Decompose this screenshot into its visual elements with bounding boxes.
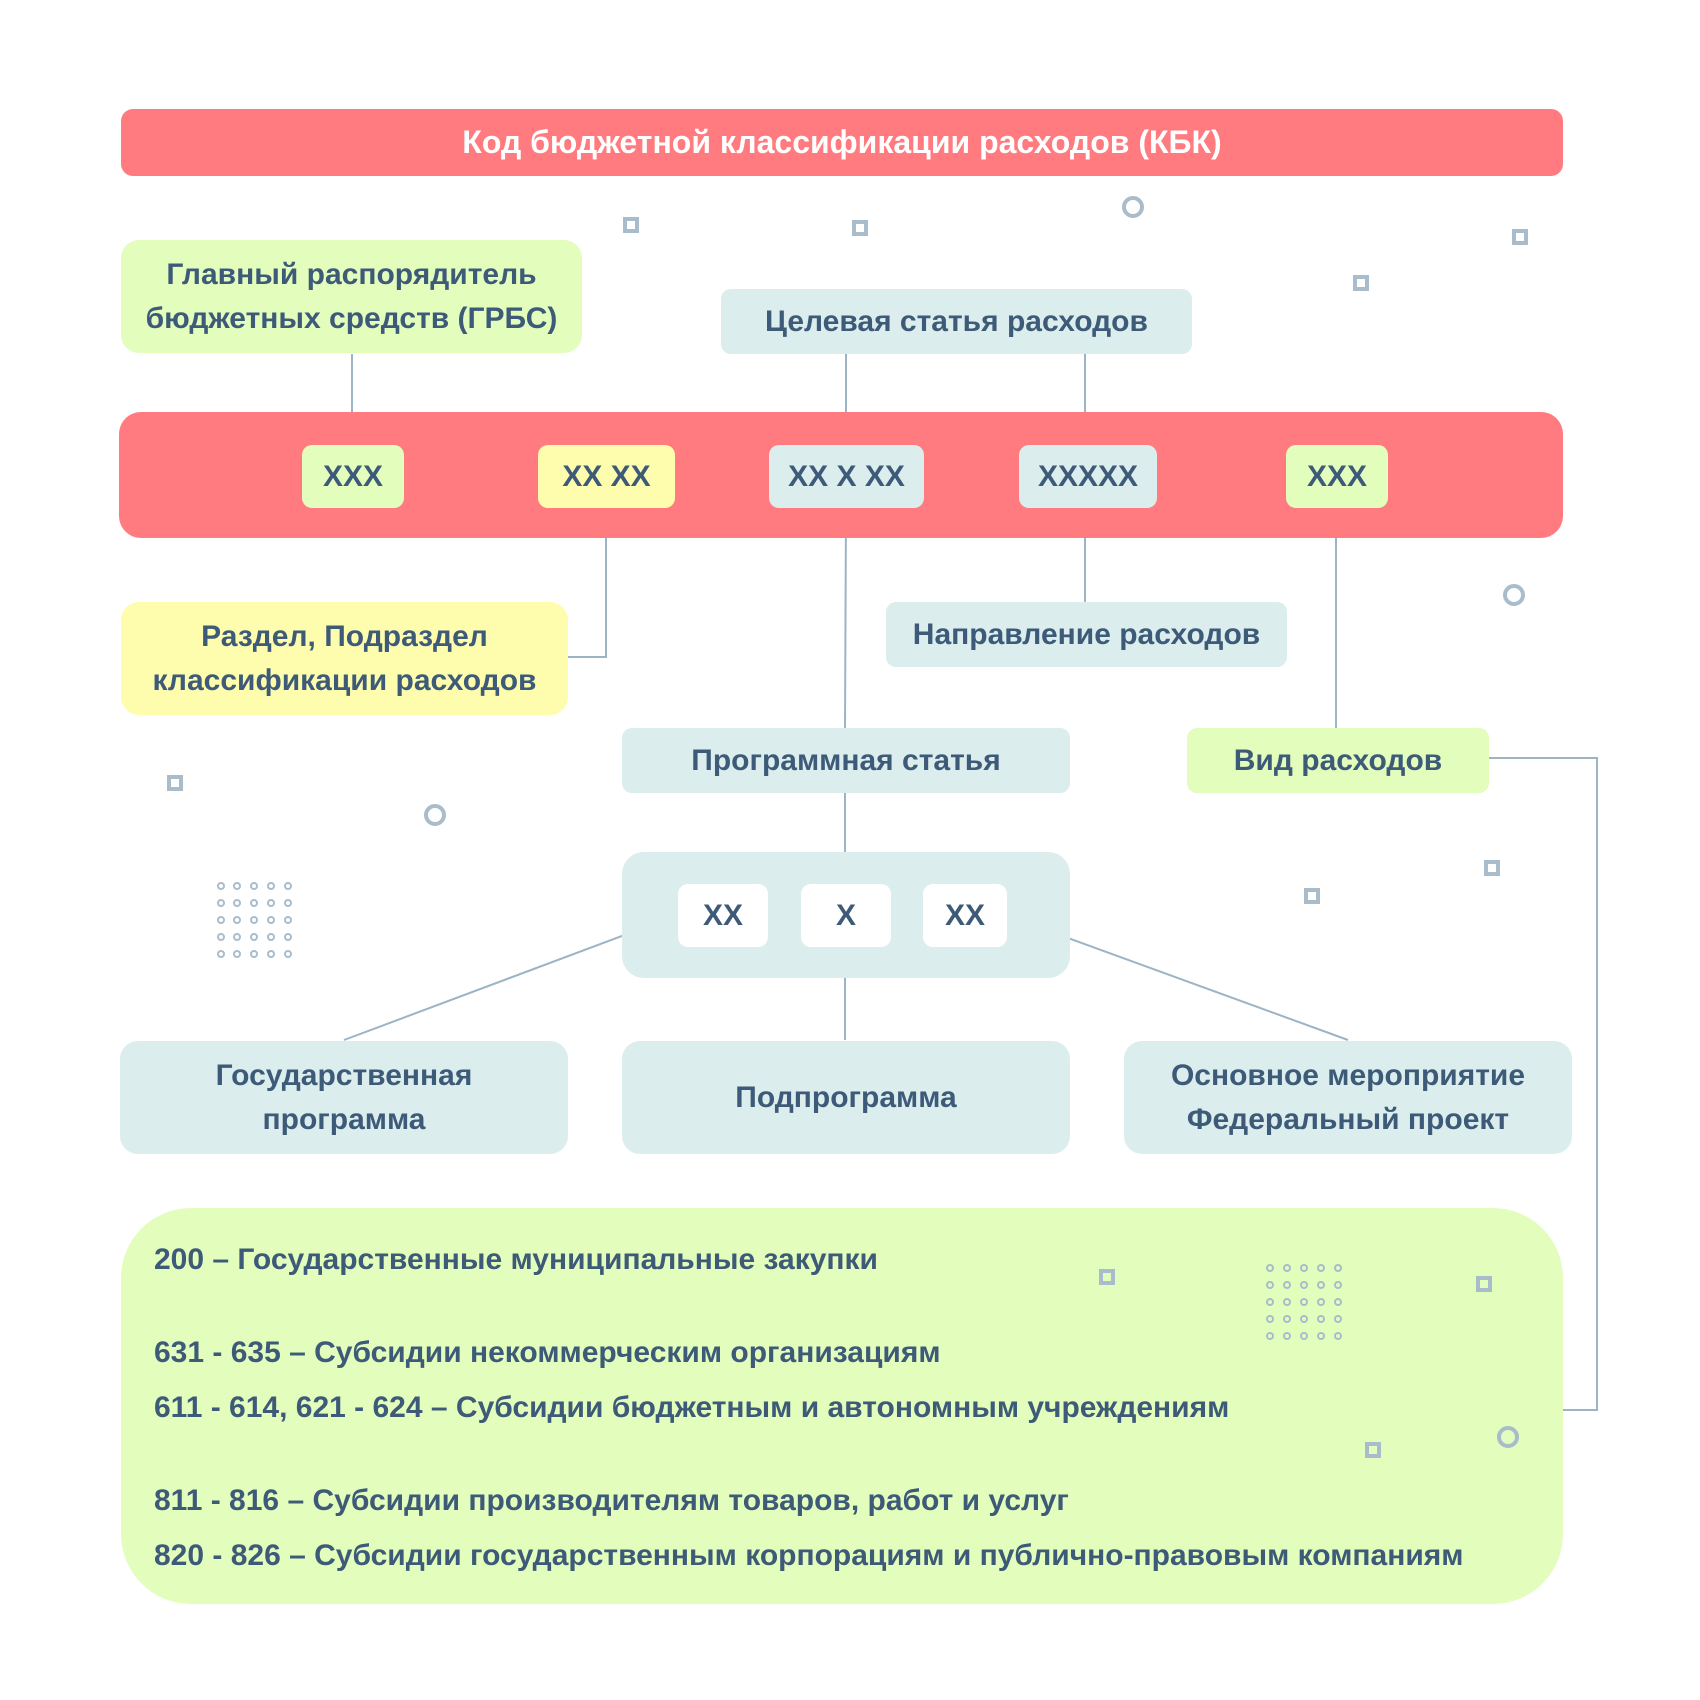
decor-dot-grid	[217, 882, 292, 958]
direction-box: Направление расходов	[886, 602, 1287, 667]
decor-square	[1512, 229, 1528, 245]
legend-item: 820 - 826 – Субсидии государственным кор…	[154, 1539, 1464, 1572]
legend-item: 611 - 614, 621 - 624 – Субсидии бюджетны…	[154, 1391, 1230, 1424]
sub-code-state-program: ХХ	[678, 884, 768, 947]
expense-type-legend	[121, 1208, 1563, 1604]
decor-square	[852, 220, 868, 236]
main-event-label-line1: Основное мероприятие	[1170, 1059, 1526, 1092]
program-article-box: Программная статья	[622, 728, 1070, 793]
expense-type-box: Вид расходов	[1187, 728, 1489, 793]
decor-square	[1353, 275, 1369, 291]
code-section: ХХ ХХ	[538, 445, 675, 508]
decor-square	[1365, 1442, 1381, 1458]
diagram-title: Код бюджетной классификации расходов (КБ…	[121, 109, 1563, 176]
decor-circle	[1497, 1426, 1519, 1448]
decor-square	[1484, 860, 1500, 876]
target-article-box: Целевая статья расходов	[721, 289, 1192, 354]
section-box: Раздел, Подраздел классификации расходов	[121, 602, 568, 715]
decor-dot-grid	[1266, 1264, 1342, 1340]
code-grbs: ХХХ	[302, 445, 404, 508]
code-program-article: ХХ Х ХХ	[769, 445, 924, 508]
decor-square	[1099, 1269, 1115, 1285]
decor-square	[167, 775, 183, 791]
decor-square	[623, 217, 639, 233]
decor-circle	[1122, 196, 1144, 218]
grbs-label-line2: бюджетных средств (ГРБС)	[145, 301, 558, 335]
decor-square	[1304, 888, 1320, 904]
main-event-label-line2: Федеральный проект	[1186, 1102, 1510, 1136]
legend-item: 811 - 816 – Субсидии производителям това…	[154, 1484, 1069, 1517]
grbs-label-line1: Главный распорядитель	[166, 258, 537, 291]
decor-circle	[424, 804, 446, 826]
code-direction: ХХХХХ	[1019, 445, 1157, 508]
code-expense-type: ХХХ	[1286, 445, 1388, 508]
sub-code-subprogram: Х	[801, 884, 891, 947]
legend-item: 200 – Государственные муниципальные заку…	[154, 1243, 878, 1276]
state-program-label-line1: Государственная	[215, 1059, 473, 1092]
section-label-line2: классификации расходов	[152, 663, 537, 697]
state-program-box: Государственная программа	[120, 1041, 568, 1154]
decor-square	[1476, 1276, 1492, 1292]
main-event-box: Основное мероприятие Федеральный проект	[1124, 1041, 1572, 1154]
decor-circle	[1503, 584, 1525, 606]
sub-code-main-event: ХХ	[923, 884, 1007, 947]
subprogram-box: Подпрограмма	[622, 1041, 1070, 1154]
legend-item: 631 - 635 – Субсидии некоммерческим орга…	[154, 1336, 941, 1369]
section-label-line1: Раздел, Подраздел	[201, 620, 488, 653]
state-program-label-line2: программа	[262, 1102, 426, 1136]
grbs-box: Главный распорядитель бюджетных средств …	[121, 240, 582, 353]
